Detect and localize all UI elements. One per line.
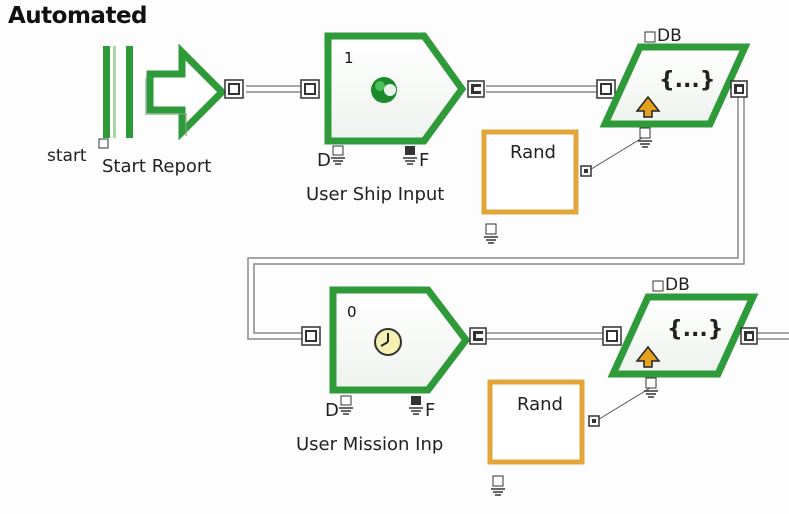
start-port-label: start xyxy=(47,146,87,166)
start-block-name: Start Report xyxy=(102,156,212,177)
start-block[interactable] xyxy=(103,43,227,141)
input1-d-port[interactable] xyxy=(331,145,345,165)
wire-rand1-to-db1[interactable] xyxy=(587,137,643,172)
rand-block-1[interactable] xyxy=(481,129,579,215)
start-port[interactable] xyxy=(98,138,109,149)
input1-d-label: D xyxy=(317,150,331,171)
input2-d-port[interactable] xyxy=(339,395,353,415)
rand1-bottom-port[interactable] xyxy=(484,223,498,244)
rand1-output-port[interactable] xyxy=(580,165,592,177)
db1-input-port[interactable] xyxy=(596,79,616,99)
up-arrow-icon xyxy=(635,95,661,118)
rand-block-2[interactable] xyxy=(487,379,585,465)
wire-db1-to-input2[interactable] xyxy=(247,92,745,340)
up-arrow-icon xyxy=(635,345,661,368)
input2-count: 0 xyxy=(347,303,357,321)
input1-name: User Ship Input xyxy=(306,184,445,205)
input1-input-port[interactable] xyxy=(300,79,320,99)
db2-content: {...} xyxy=(667,317,724,342)
diagram-title: Automated xyxy=(8,3,148,29)
db2-output-port[interactable] xyxy=(740,327,758,345)
wire-rand2-to-db2[interactable] xyxy=(595,387,651,422)
wire-db2-output[interactable] xyxy=(756,332,789,340)
input1-output-port[interactable] xyxy=(467,80,485,98)
input2-f-port[interactable] xyxy=(409,396,423,415)
rand2-label: Rand xyxy=(517,394,563,415)
input1-f-port[interactable] xyxy=(403,146,417,165)
db-block-1[interactable] xyxy=(599,43,751,128)
db2-db-port[interactable] xyxy=(652,280,664,292)
input2-d-label: D xyxy=(325,400,339,421)
clock-icon xyxy=(374,328,402,356)
input2-f-label: F xyxy=(425,400,436,421)
input2-output-port[interactable] xyxy=(469,327,487,345)
db2-input-port[interactable] xyxy=(602,326,622,346)
wire-start-to-input1[interactable] xyxy=(246,85,310,93)
db1-bottom-port[interactable] xyxy=(638,127,652,148)
input1-f-label: F xyxy=(419,150,430,171)
start-output-port[interactable] xyxy=(224,79,244,99)
db2-port-label: DB xyxy=(665,275,690,295)
db1-port-label: DB xyxy=(657,26,682,46)
input1-count: 1 xyxy=(344,49,354,67)
input2-name: User Mission Inp xyxy=(296,434,444,455)
db1-content: {...} xyxy=(659,68,716,93)
db1-db-port[interactable] xyxy=(644,31,656,43)
wire-input1-to-db1[interactable] xyxy=(486,85,606,93)
rand2-output-port[interactable] xyxy=(588,415,600,427)
input2-input-port[interactable] xyxy=(301,326,321,346)
rand2-bottom-port[interactable] xyxy=(491,475,505,496)
db1-output-port[interactable] xyxy=(730,80,748,98)
green-sphere-icon xyxy=(371,77,397,103)
rand1-label: Rand xyxy=(510,142,556,163)
wire-input2-to-db2[interactable] xyxy=(486,332,606,340)
db2-bottom-port[interactable] xyxy=(644,377,658,398)
